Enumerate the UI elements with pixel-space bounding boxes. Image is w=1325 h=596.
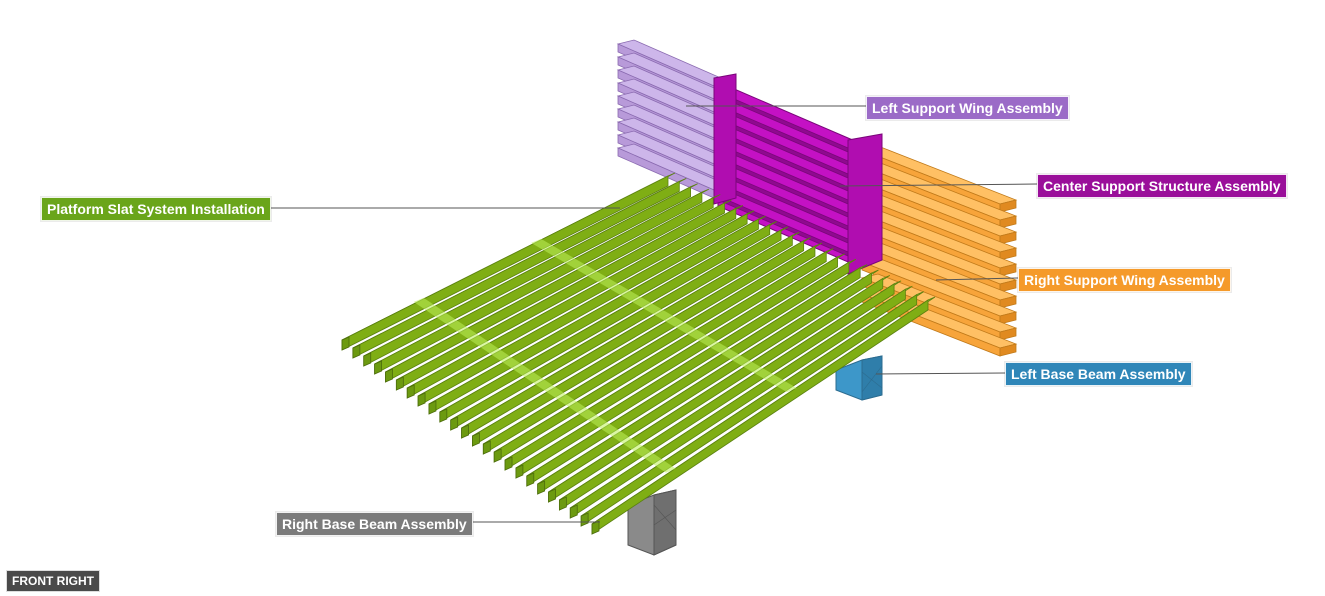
right-support-wing bbox=[860, 145, 1018, 357]
platform-cross-batten bbox=[413, 297, 676, 473]
right-wing-slat-end bbox=[999, 343, 1017, 357]
center-support-structure-label: Center Support Structure Assembly bbox=[1037, 174, 1287, 198]
platform-slat-end bbox=[374, 360, 383, 375]
platform-slat-end bbox=[417, 392, 426, 407]
platform-slat-end bbox=[450, 416, 459, 431]
platform-slat-end bbox=[558, 496, 567, 511]
right-base-beam bbox=[627, 489, 677, 556]
platform-cross-batten bbox=[531, 238, 797, 393]
platform-slat-end bbox=[482, 440, 491, 455]
platform-slat-end bbox=[395, 376, 404, 391]
platform-slat-end bbox=[341, 336, 350, 351]
platform-slat-end bbox=[363, 352, 372, 367]
platform-slat-end bbox=[515, 464, 524, 479]
platform-slat-end bbox=[385, 368, 393, 383]
left-support-wing bbox=[616, 39, 732, 199]
platform-slat-end bbox=[406, 384, 415, 399]
platform-slat-end bbox=[352, 344, 361, 359]
platform-slat-end bbox=[472, 432, 480, 447]
right-base-beam-label: Right Base Beam Assembly bbox=[276, 512, 473, 536]
platform-slat-end bbox=[580, 512, 589, 527]
platform-slat-end bbox=[548, 488, 556, 503]
platform-slat-end bbox=[537, 480, 546, 495]
view-orientation-badge: FRONT RIGHT bbox=[6, 570, 100, 592]
left-support-wing-label: Left Support Wing Assembly bbox=[866, 96, 1069, 120]
platform-slat-system-label: Platform Slat System Installation bbox=[41, 197, 271, 221]
platform-slat-end bbox=[461, 424, 469, 439]
platform-slat-end bbox=[569, 504, 578, 519]
platform-slat-end bbox=[439, 408, 448, 423]
platform-slat-end bbox=[493, 448, 502, 463]
right-support-wing-label: Right Support Wing Assembly bbox=[1018, 268, 1231, 292]
leader-lines bbox=[266, 105, 1038, 523]
platform-slats bbox=[341, 172, 936, 535]
platform-slat-end bbox=[428, 400, 437, 415]
platform-slat-end bbox=[504, 456, 513, 471]
left-base-beam bbox=[835, 355, 883, 401]
left-base-beam-label: Left Base Beam Assembly bbox=[1005, 362, 1192, 386]
platform-slat-end bbox=[526, 472, 535, 487]
